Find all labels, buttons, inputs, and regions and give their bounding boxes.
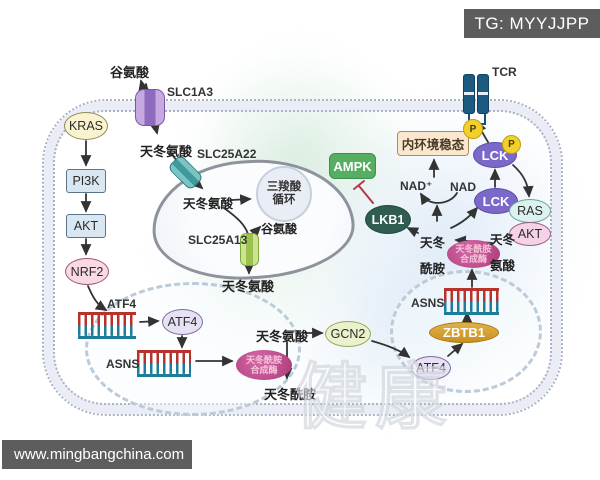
nad-label: NAD: [450, 180, 476, 194]
tca-label-line1: 三羧酸: [266, 181, 302, 193]
tcr-label: TCR: [492, 65, 517, 79]
akt-node: AKT: [66, 214, 106, 238]
asparagine-right-line2: 酰胺: [420, 262, 446, 276]
nucleus-left: [85, 282, 301, 416]
asparagine-label-center: 天冬酰胺: [264, 387, 317, 402]
asparagine-synthetase-node-left: 天冬酰胺 合成酶: [236, 350, 292, 380]
synthetase-left-line2: 合成酶: [250, 365, 278, 375]
glutamate-label-extracellular: 谷氨酸: [110, 65, 150, 80]
aspartate-label-matrix: 天冬氨酸: [183, 197, 234, 211]
membrane-outer-leaflet: [42, 99, 563, 416]
aspartate-right-line1: 天冬: [490, 233, 516, 247]
slc25a13-label: SLC25A13: [188, 233, 248, 247]
aspartate-label-center: 天冬氨酸: [256, 329, 309, 344]
asns-gene-dna-right: [444, 288, 499, 315]
watermark-text: 健康: [294, 358, 456, 439]
slc25a22-label: SLC25A22: [197, 147, 257, 161]
lkb1-node: LKB1: [365, 205, 411, 234]
gcn2-node: GCN2: [325, 321, 371, 347]
zbtb1-node: ZBTB1: [429, 322, 499, 343]
pi3k-node: PI3K: [66, 169, 106, 193]
tca-label-line2: 循环: [272, 194, 296, 206]
tca-cycle-circle: 三羧酸 循环: [256, 166, 312, 222]
phospho-badge-lck: P: [502, 135, 521, 154]
asparagine-right-line1: 天冬: [420, 236, 446, 250]
tcr-receptor-chain-right: [477, 74, 489, 114]
cell-membrane: [42, 99, 563, 416]
aspartate-label-imported: 天冬氨酸: [140, 144, 193, 159]
phospho-badge-tcr: P: [463, 119, 483, 139]
tcr-receptor-chain-left: [463, 74, 475, 114]
slc1a3-transporter: [135, 89, 165, 126]
atf4-gene-label: ATF4: [107, 297, 137, 311]
aspartate-label-exported: 天冬氨酸: [222, 279, 275, 294]
kras-node: KRAS: [64, 112, 108, 140]
synthetase-right-line1: 天冬酰胺: [455, 244, 492, 254]
ampk-node: AMPK: [329, 153, 376, 179]
aspartate-right-line2: 氨酸: [490, 259, 516, 273]
slc1a3-label: SLC1A3: [167, 85, 214, 99]
atf4-protein-node: ATF4: [162, 309, 203, 335]
atf4-node-right: ATF4: [411, 356, 451, 380]
homeostasis-box: 内环境稳态: [397, 131, 469, 156]
synthetase-left-line1: 天冬酰胺: [245, 355, 282, 365]
glutamate-label-mito: 谷氨酸: [261, 222, 298, 236]
akt-node-right: AKT: [509, 222, 551, 246]
asns-gene-label-left: ASNS: [106, 357, 140, 371]
aspartate-label-right: 天冬 氨酸: [490, 221, 515, 273]
tg-badge: TG: MYYJJPP: [464, 9, 600, 38]
membrane-band: [44, 101, 561, 414]
ras-node: RAS: [509, 199, 551, 223]
website-badge: www.mingbangchina.com: [2, 440, 192, 469]
nrf2-node: NRF2: [65, 258, 109, 285]
nad-plus-label: NAD⁺: [400, 179, 433, 193]
asns-gene-dna-left: [137, 350, 191, 377]
synthetase-right-line2: 合成酶: [459, 254, 487, 264]
atf4-gene-dna: [78, 312, 136, 339]
membrane-inner-leaflet: [53, 110, 552, 405]
asparagine-label-right: 天冬 酰胺: [420, 224, 445, 276]
asns-gene-label-right: ASNS: [411, 296, 445, 310]
